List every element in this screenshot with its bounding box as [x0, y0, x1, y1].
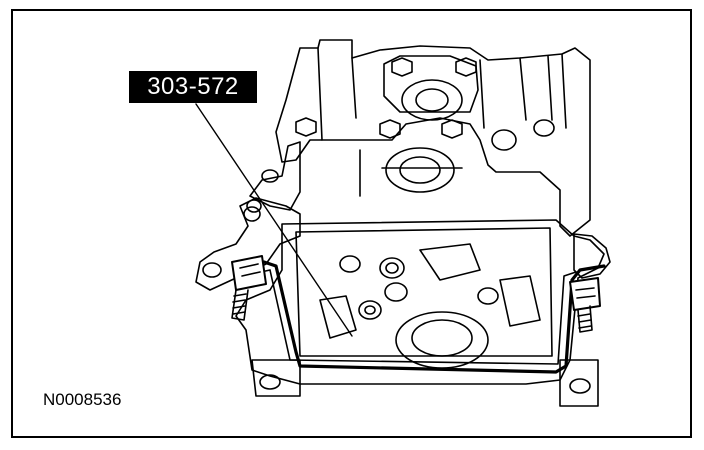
- callout-leader-line: [195, 103, 353, 337]
- left-stud: [231, 255, 267, 321]
- figure-id-label: N0008536: [43, 390, 122, 409]
- upper-bearing-bore: [401, 79, 463, 121]
- right-foot: [559, 359, 599, 407]
- tool-303-572-strap: [244, 260, 606, 374]
- bearing-cap-top: [383, 55, 479, 113]
- left-mount-ear: [195, 197, 301, 291]
- left-foot: [251, 359, 301, 397]
- upper-bolts: [295, 57, 477, 139]
- tool-number-callout: 303-572: [129, 71, 257, 103]
- engine-block-outline: [275, 39, 591, 237]
- mid-housing: [249, 141, 301, 211]
- right-stud: [569, 277, 601, 333]
- right-mount-ear: [573, 233, 611, 279]
- mid-bore: [385, 147, 455, 193]
